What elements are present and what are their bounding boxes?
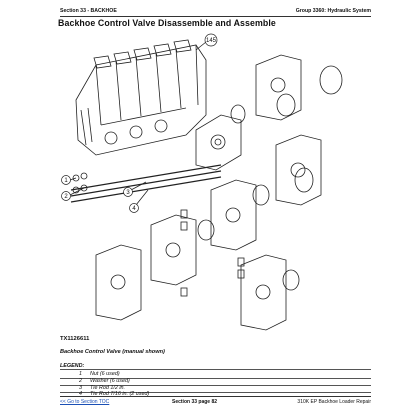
legend-text: Tie Rod 7/16 in. (2 used)	[90, 391, 150, 397]
legend-number: 4	[79, 391, 82, 397]
legend-text: Tie Rod 1/2 in.	[90, 385, 126, 391]
valve-section-1	[255, 54, 302, 121]
valve-section-3	[210, 179, 257, 251]
legend-number: 3	[79, 385, 82, 391]
legend-number: 2	[79, 378, 82, 384]
section-header: Section 33 - BACKHOE	[60, 8, 117, 14]
header-rule	[60, 16, 371, 17]
tie-rods	[70, 164, 222, 203]
figure-id: TX1126611	[60, 336, 90, 342]
legend-text: Washer (6 used)	[90, 378, 130, 384]
legend-divider	[60, 377, 371, 379]
figure-caption: Backhoe Control Valve (manual shown)	[60, 349, 165, 355]
legend-row: 4 Tie Rod 7/16 in. (2 used)	[60, 391, 149, 397]
legend-divider	[60, 369, 371, 370]
valve-section-2	[275, 134, 322, 206]
legend-row: 1 Nut (6 used)	[60, 371, 120, 377]
callout-145: 145	[206, 38, 217, 44]
legend-divider	[60, 384, 371, 386]
valve-stack-assembly	[75, 39, 207, 156]
valve-section-4	[150, 214, 197, 286]
legend-row: 3 Tie Rod 1/2 in.	[60, 385, 125, 391]
callout-3: 3	[126, 190, 130, 196]
callout-1: 1	[64, 178, 68, 184]
page-title: Backhoe Control Valve Disassemble and As…	[58, 18, 276, 28]
end-plate	[195, 114, 242, 171]
footer-rule	[60, 396, 371, 397]
callout-2: 2	[64, 194, 68, 200]
legend-divider	[60, 391, 371, 393]
group-header: Group 3360: Hydraulic System	[295, 8, 371, 14]
exploded-view-illustration: 145 1 2 3 4	[61, 33, 343, 331]
page-number: Section 33 page 82	[172, 399, 218, 405]
legend-title: LEGEND:	[60, 363, 85, 369]
manual-title: 310K EP Backhoe Loader Repair	[297, 399, 371, 405]
legend-text: Nut (6 used)	[90, 371, 120, 377]
valve-section-5	[240, 254, 287, 331]
callout-4: 4	[132, 206, 136, 212]
legend-number: 1	[79, 371, 82, 377]
legend-row: 2 Washer (6 used)	[60, 378, 130, 384]
valve-section-6	[95, 244, 142, 321]
section-toc-link[interactable]: << Go to Section TOC	[60, 399, 110, 405]
